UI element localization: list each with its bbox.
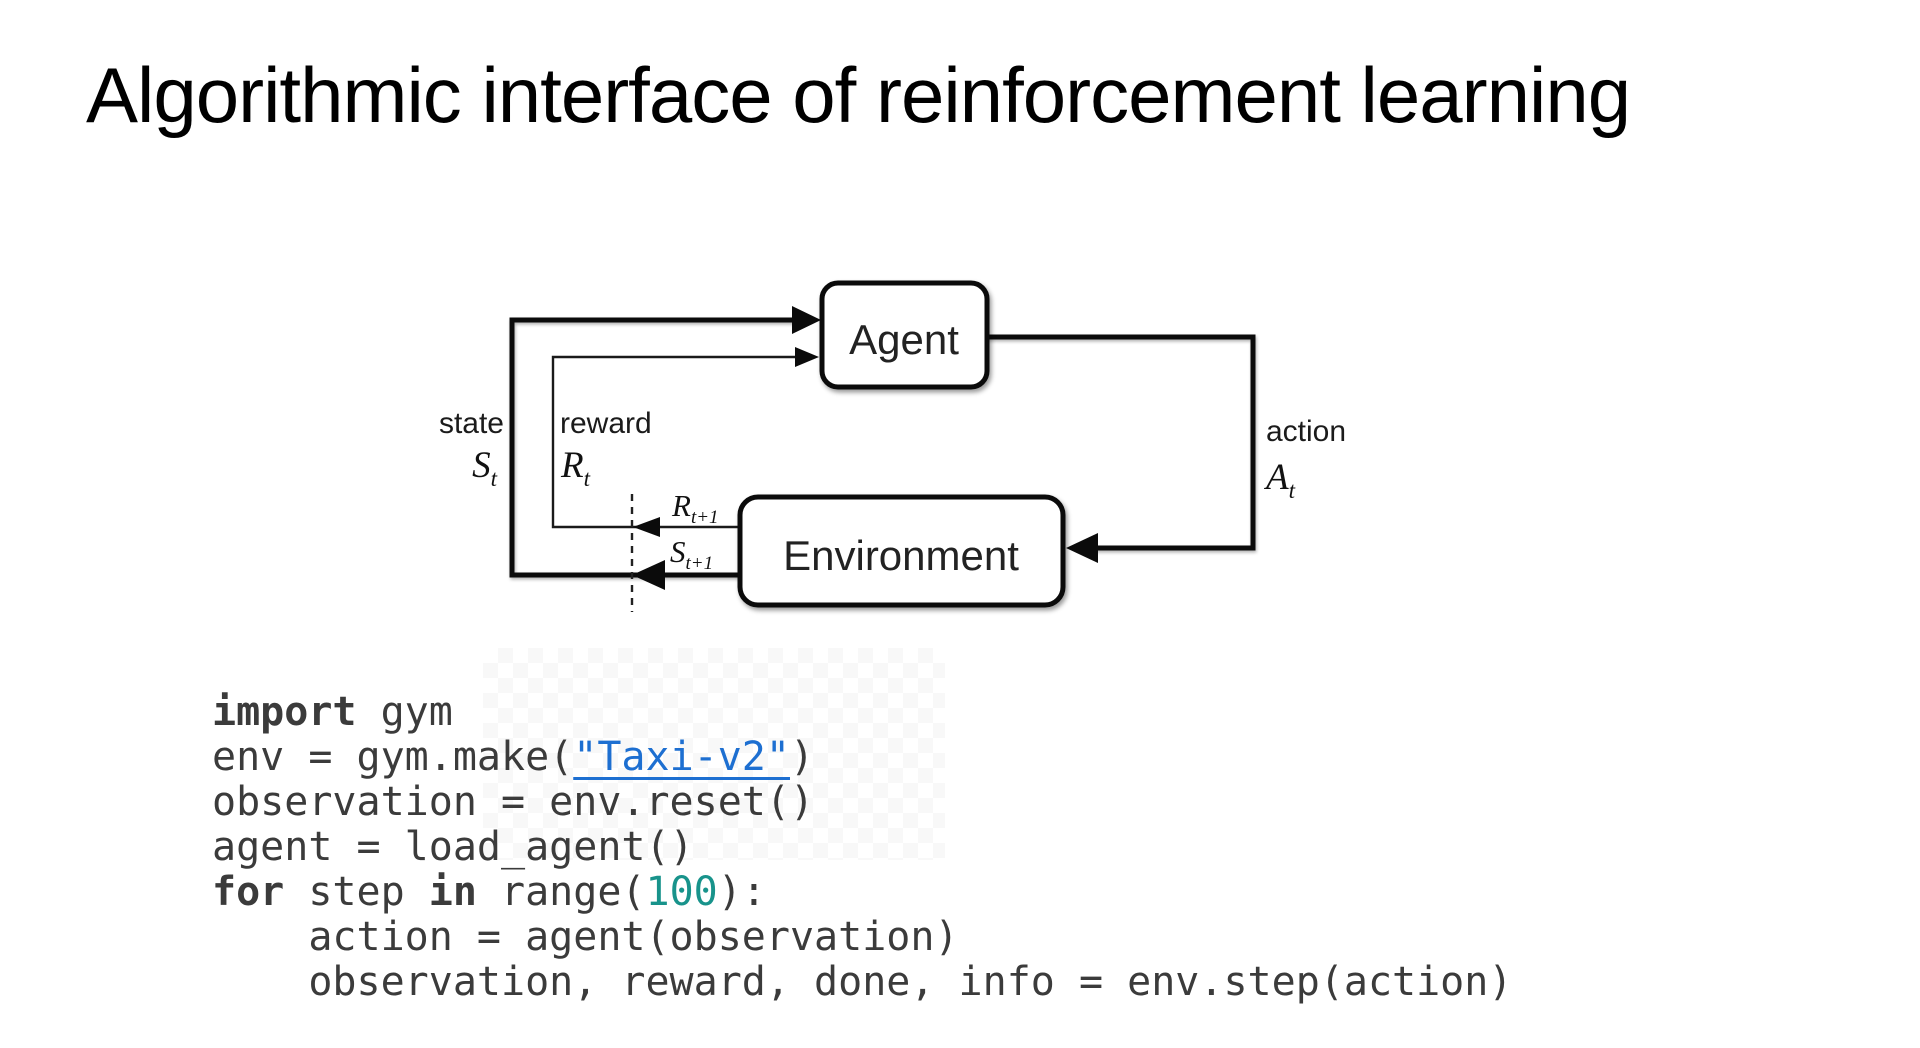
code-segment: import: [212, 689, 357, 735]
rl-loop-diagram: Agent Environment state St reward Rt act…: [439, 280, 1346, 612]
code-segment: observation = env.reset(): [212, 779, 815, 825]
code-line: import gym: [212, 690, 1512, 735]
action-arrow-path: [987, 334, 1256, 551]
agent-box: [819, 280, 990, 390]
code-segment: observation, reward, done, info = env.st…: [212, 959, 1513, 1005]
reward-symbol: Rt: [560, 445, 591, 491]
agent-label: Agent: [849, 316, 959, 363]
next-state-symbol: St+1: [670, 534, 713, 574]
reward-label: reward: [560, 407, 652, 440]
code-segment: gym: [356, 689, 453, 735]
environment-box: [737, 494, 1066, 608]
code-segment: 100: [645, 869, 718, 915]
code-line: observation = env.reset(): [212, 780, 1512, 825]
next-reward-symbol: Rt+1: [671, 488, 719, 528]
code-segment: in: [428, 869, 477, 915]
code-line: observation, reward, done, info = env.st…: [212, 960, 1512, 1005]
environment-label: Environment: [783, 532, 1019, 579]
code-line: action = agent(observation): [212, 915, 1512, 960]
code-segment: step: [284, 869, 429, 915]
action-label: action: [1266, 415, 1346, 448]
next-reward-arrowhead: [633, 517, 660, 537]
action-arrowhead-into-environment: [1066, 533, 1098, 563]
state-label: state: [439, 407, 504, 440]
reward-arrowhead-into-agent: [795, 347, 819, 367]
code-line: env = gym.make("Taxi-v2"): [212, 735, 1512, 780]
taxi-v2-link[interactable]: "Taxi-v2": [573, 734, 790, 780]
page-title: Algorithmic interface of reinforcement l…: [86, 51, 1631, 139]
code-line: agent = load_agent(): [212, 825, 1512, 870]
action-symbol: At: [1263, 457, 1296, 503]
code-segment: range(: [476, 869, 646, 915]
state-symbol: St: [472, 445, 498, 491]
code-segment: for: [212, 869, 285, 915]
transparency-checkerboard-artifact: [483, 648, 945, 860]
code-segment: env = gym.make(: [212, 734, 574, 780]
code-segment: agent = load_agent(): [212, 824, 694, 870]
state-arrow-path: [509, 317, 796, 578]
code-segment: ): [789, 734, 815, 780]
code-line: for step in range(100):: [212, 870, 1512, 915]
code-segment: ):: [717, 869, 766, 915]
state-arrowhead-into-agent: [792, 306, 821, 334]
next-state-arrowhead: [632, 560, 665, 590]
code-segment: action = agent(observation): [212, 914, 959, 960]
